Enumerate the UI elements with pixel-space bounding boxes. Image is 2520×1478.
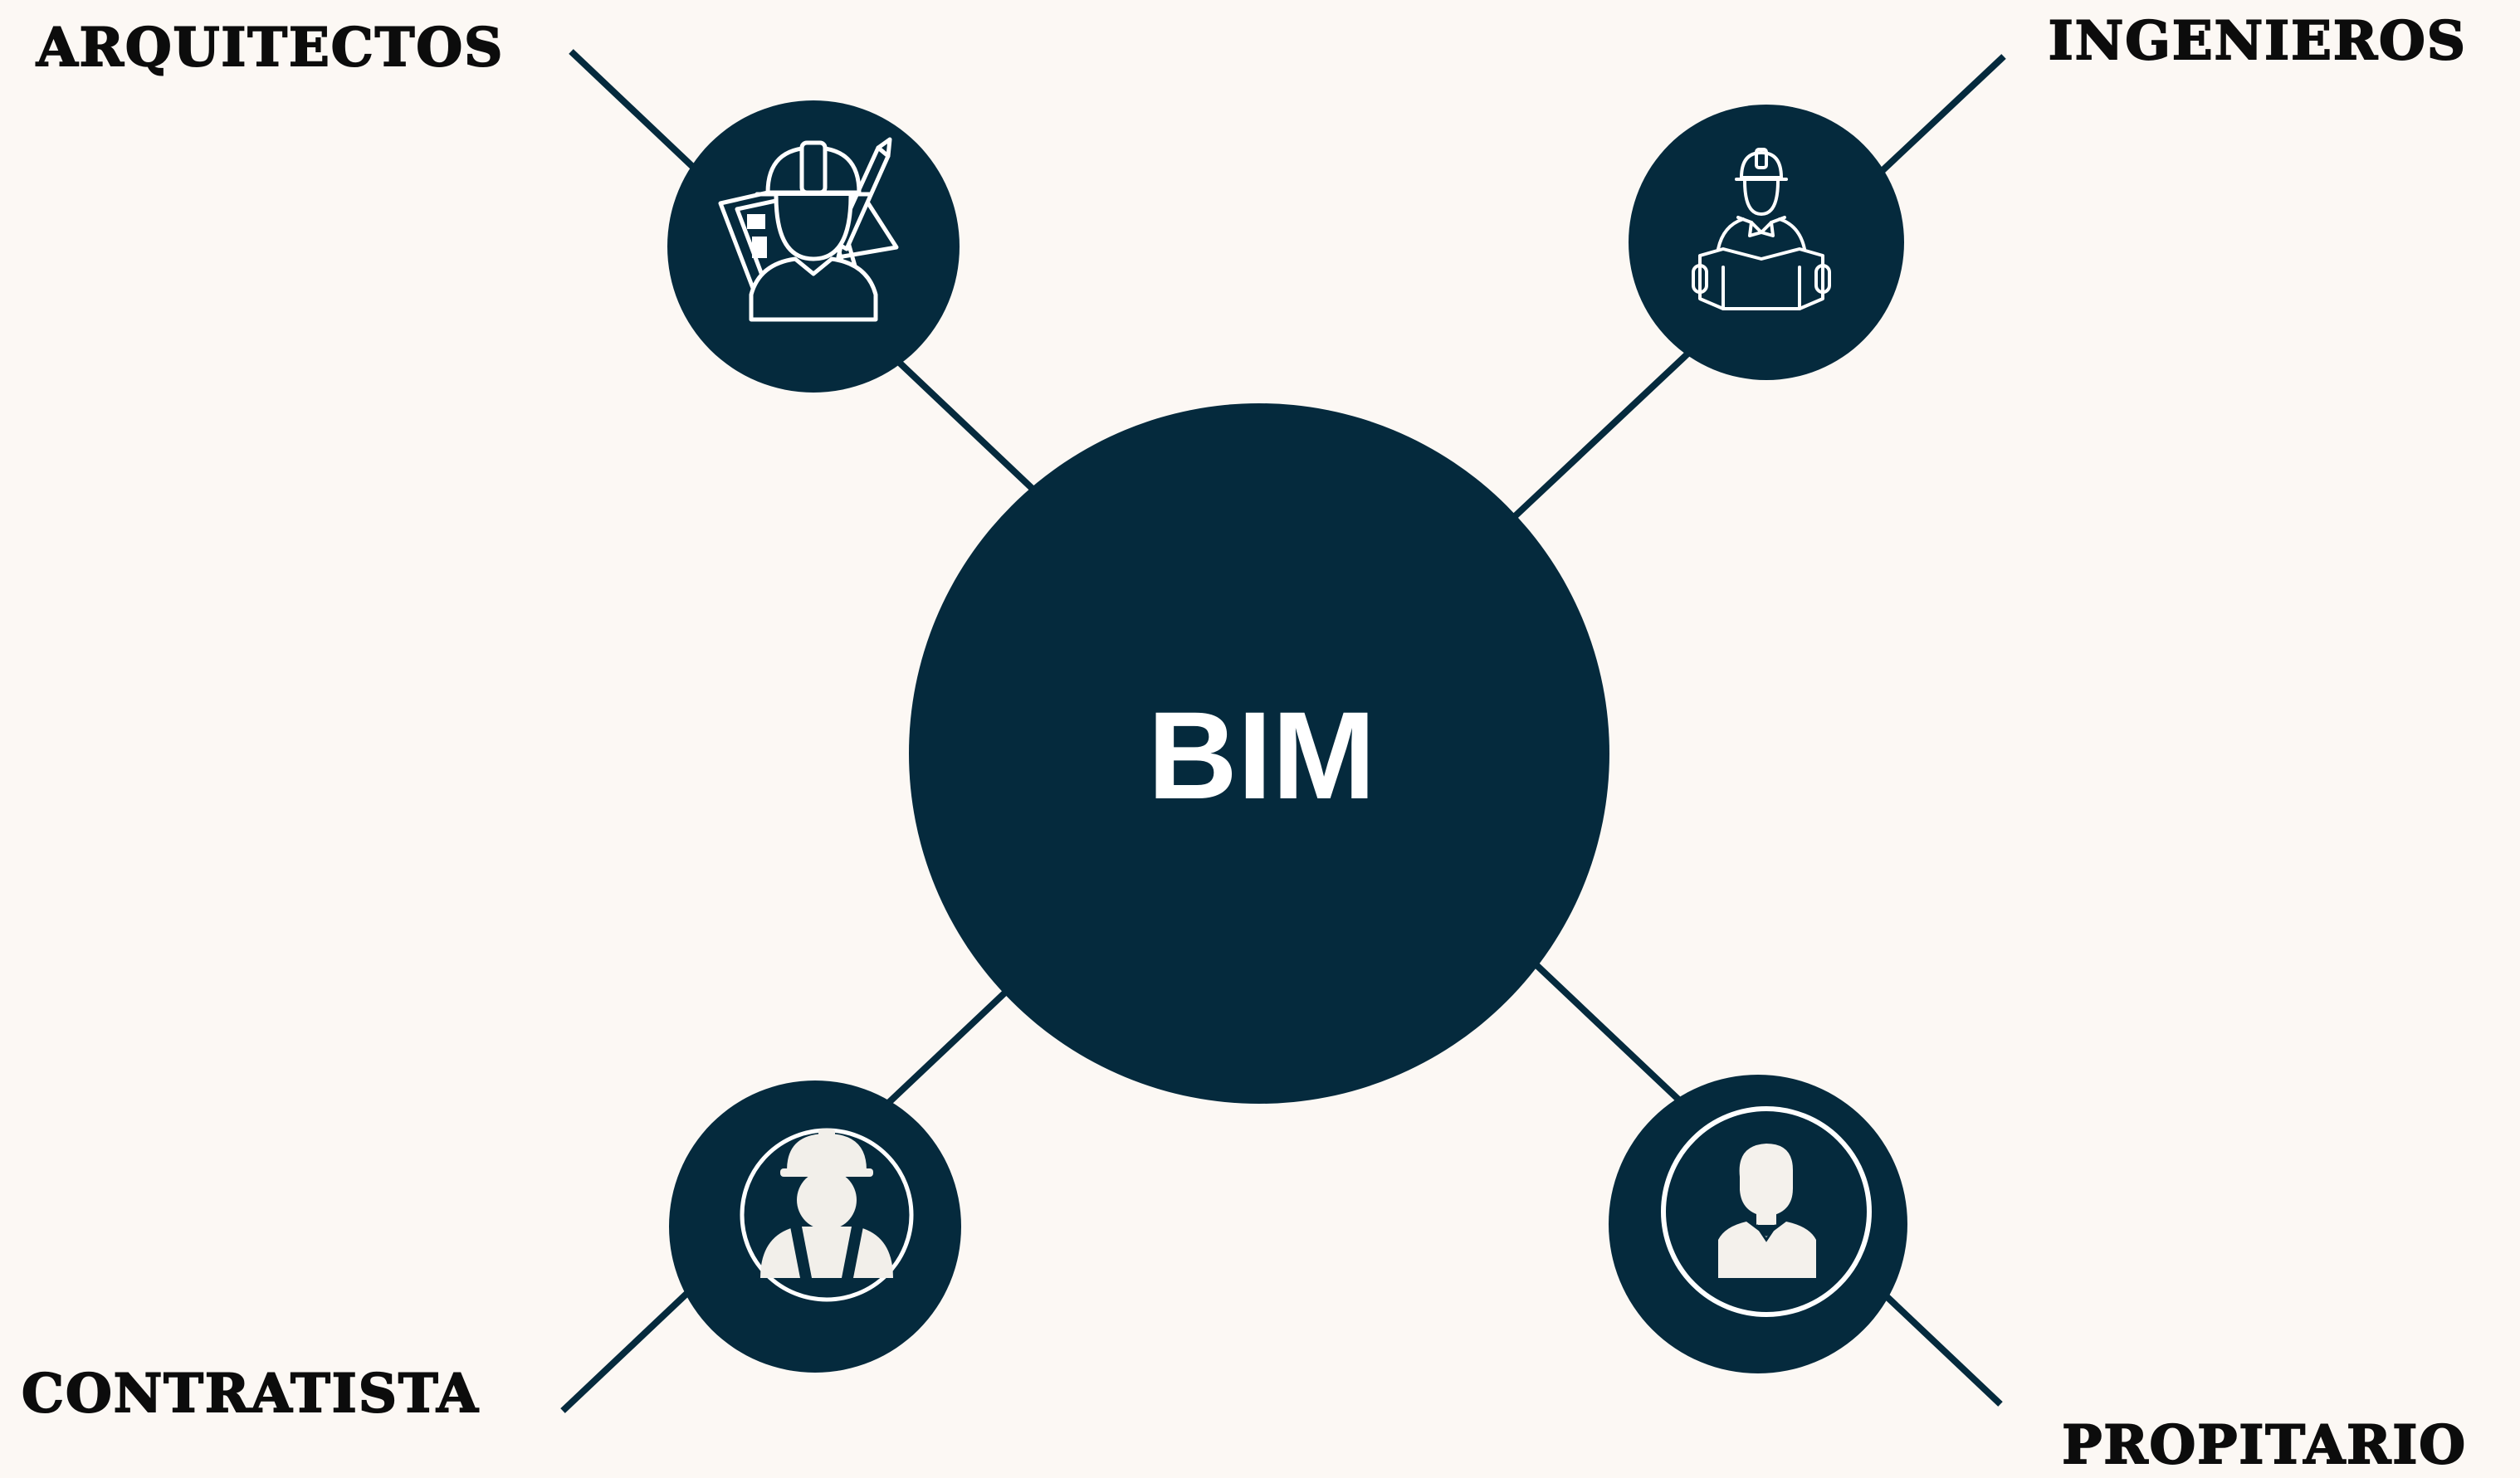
node-arquitectos <box>667 100 960 393</box>
label-ingenieros: INGENIEROS <box>2048 10 2467 72</box>
node-contratista <box>669 1080 961 1373</box>
contractor-icon <box>760 1129 893 1278</box>
label-contratista: CONTRATISTA <box>21 1363 480 1425</box>
node-ingenieros <box>1629 105 1904 380</box>
label-arquitectos: ARQUITECTOS <box>36 17 505 79</box>
node-circle-ingenieros <box>1629 105 1904 380</box>
node-propitario <box>1609 1075 1907 1373</box>
center-label-bim: BIM <box>1147 685 1376 825</box>
owner-icon-ring <box>1661 1106 1872 1317</box>
engineer-icon <box>1692 148 1831 310</box>
owner-icon <box>1718 1144 1816 1278</box>
architect-icon <box>718 137 899 322</box>
bim-center-node <box>909 403 1609 1104</box>
owner-collar <box>1755 1224 1778 1242</box>
label-propitario: PROPITARIO <box>2061 1414 2467 1476</box>
